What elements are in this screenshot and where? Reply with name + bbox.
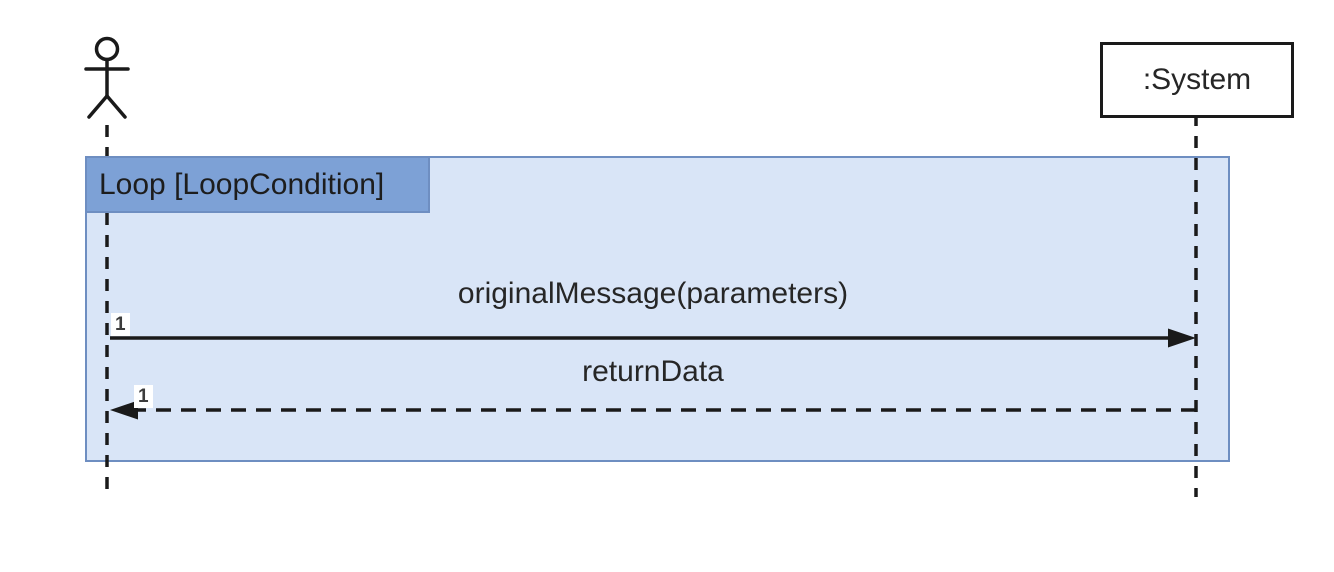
sequence-number-badge: 1 (134, 385, 153, 408)
loop-fragment-label-text: Loop [LoopCondition] (99, 168, 385, 201)
message-label-return: returnData (582, 355, 724, 388)
loop-fragment-label: Loop [LoopCondition] (85, 156, 430, 213)
system-object-box: :System (1100, 42, 1294, 118)
sequence-number-badge: 1 (111, 313, 130, 336)
actor-icon (84, 36, 130, 119)
system-object-label: :System (1142, 63, 1252, 96)
message-label-original: originalMessage(parameters) (457, 277, 849, 310)
